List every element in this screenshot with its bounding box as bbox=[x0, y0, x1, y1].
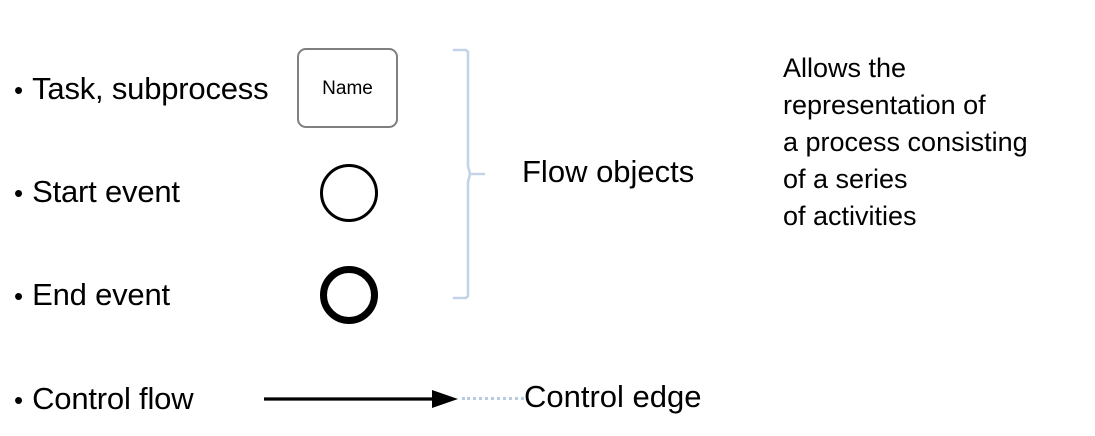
control-edge-caption: Control edge bbox=[524, 379, 702, 414]
description-line: representation of bbox=[783, 90, 986, 120]
list-item-label: Start event bbox=[32, 174, 180, 209]
description-line: of activities bbox=[783, 201, 917, 231]
description-paragraph: Allows the representation of a process c… bbox=[783, 50, 1088, 235]
task-shape-label: Name bbox=[322, 77, 373, 99]
end-event-circle-icon bbox=[320, 266, 378, 324]
flow-objects-caption: Flow objects bbox=[522, 154, 695, 189]
list-item-label: End event bbox=[32, 277, 170, 312]
control-edge-dotted-connector bbox=[462, 397, 524, 403]
control-flow-arrow-icon bbox=[264, 390, 458, 408]
list-item-start-event: • Start event bbox=[14, 176, 180, 207]
description-line: Allows the bbox=[783, 53, 907, 83]
list-item-label: Control flow bbox=[32, 381, 194, 416]
bullet-point-icon: • bbox=[14, 385, 24, 415]
list-item-end-event: • End event bbox=[14, 279, 170, 310]
bullet-point-icon: • bbox=[14, 281, 24, 311]
start-event-circle-icon bbox=[320, 164, 378, 222]
description-line: of a series bbox=[783, 164, 908, 194]
bullet-point-icon: • bbox=[14, 75, 24, 105]
task-subprocess-shape: Name bbox=[297, 48, 398, 128]
description-line: a process consisting bbox=[783, 127, 1028, 157]
bullet-point-icon: • bbox=[14, 178, 24, 208]
list-item-label: Task, subprocess bbox=[32, 71, 269, 106]
list-item-task-subprocess: • Task, subprocess bbox=[14, 71, 269, 106]
list-item-control-flow: • Control flow bbox=[14, 381, 194, 416]
flow-objects-brace-icon bbox=[452, 48, 486, 300]
